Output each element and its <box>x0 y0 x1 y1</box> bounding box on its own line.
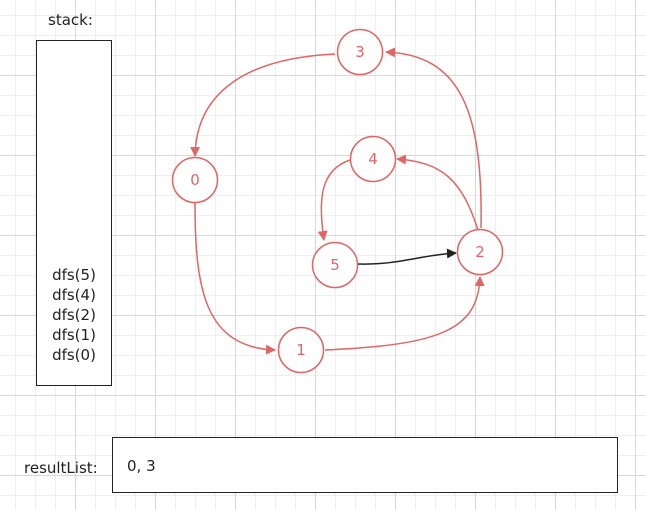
stack-frame: dfs(4) <box>52 286 96 304</box>
stack-frame: dfs(2) <box>52 306 96 324</box>
svg-text:2: 2 <box>475 243 485 261</box>
result-list-box: 0, 3 <box>112 437 618 493</box>
stack-frame-list: dfs(5) dfs(4) dfs(2) dfs(1) dfs(0) <box>37 265 111 365</box>
edge-2-to-4 <box>396 154 479 231</box>
graph-node-0: 0 <box>171 156 219 204</box>
svg-text:3: 3 <box>355 43 365 61</box>
edge-3-to-0 <box>190 53 336 157</box>
stack-title: stack: <box>48 11 93 29</box>
svg-text:4: 4 <box>368 150 378 168</box>
edge-2-to-3 <box>385 47 482 229</box>
edge-4-to-5 <box>317 159 351 241</box>
graph-node-3: 3 <box>336 28 384 76</box>
graph-node-1: 1 <box>277 326 325 374</box>
result-list-label: resultList: <box>24 459 98 477</box>
stack-frame: dfs(5) <box>52 266 96 284</box>
svg-text:1: 1 <box>296 341 306 359</box>
svg-text:5: 5 <box>330 256 340 274</box>
stack-box: dfs(5) dfs(4) dfs(2) dfs(1) dfs(0) <box>36 40 112 386</box>
graph-node-4: 4 <box>349 135 397 183</box>
result-list-value: 0, 3 <box>127 457 156 475</box>
edge-5-to-2 <box>357 248 457 265</box>
stack-frame: dfs(0) <box>52 346 96 364</box>
graph-node-5: 5 <box>311 241 359 289</box>
stack-frame: dfs(1) <box>52 326 96 344</box>
svg-text:0: 0 <box>190 171 200 189</box>
graph-node-2: 2 <box>456 228 504 276</box>
edge-0-to-1 <box>194 202 276 355</box>
edge-1-to-2 <box>324 276 485 351</box>
